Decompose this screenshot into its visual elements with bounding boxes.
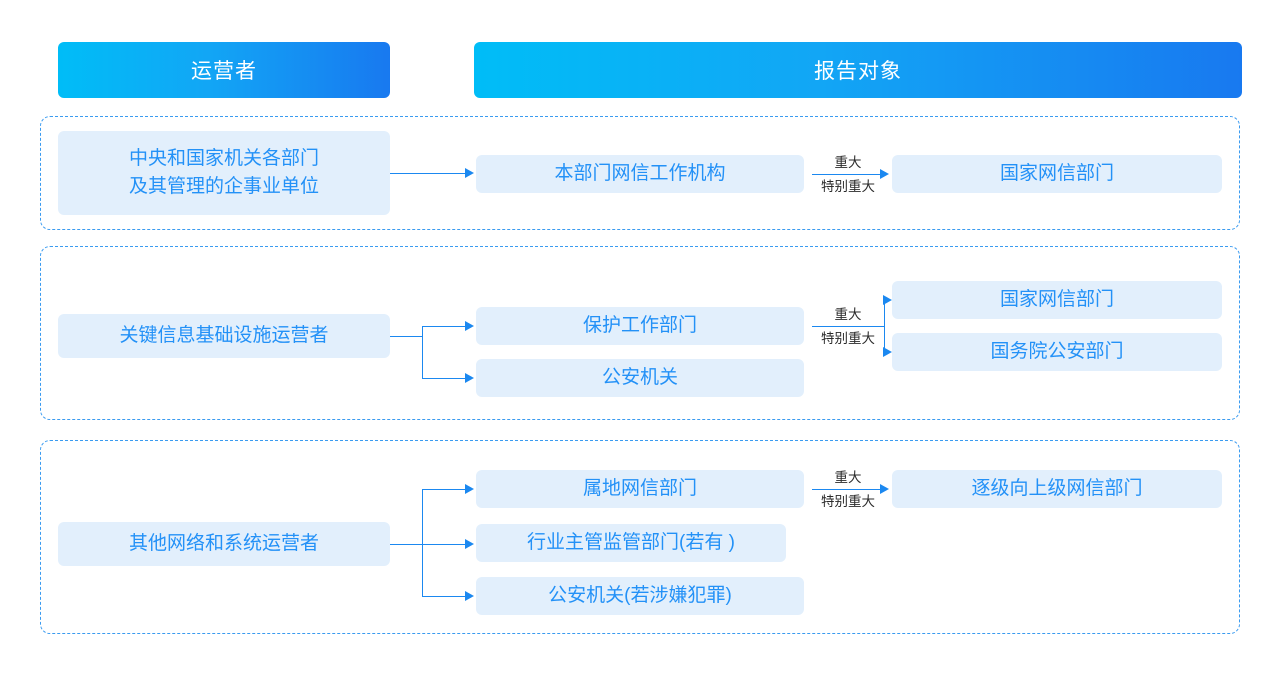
node-label: 国家网信部门 [999, 289, 1114, 311]
node-mid-s1-0[interactable]: 本部门网信工作机构 [476, 155, 804, 193]
arrow-head-icon [465, 167, 474, 178]
node-mid-s2-1[interactable]: 公安机关 [476, 359, 804, 397]
section-central-agencies [40, 116, 1240, 230]
arrow-head-icon [465, 483, 474, 494]
arrow-head-icon [880, 483, 889, 494]
connector-s2-fork-spine [422, 326, 423, 378]
connector-s3-branch-0 [422, 489, 465, 490]
node-label: 国家网信部门 [999, 163, 1114, 185]
connector-s3-branch-2 [422, 596, 465, 597]
node-right-s2-1[interactable]: 国务院公安部门 [892, 333, 1222, 371]
header-banner-operator-label: 运营者 [191, 60, 257, 83]
severity-label-extra-major: 特别重大 [821, 179, 875, 194]
connector-s1-source-to-mid [390, 173, 465, 174]
header-banner-operator: 运营者 [58, 42, 390, 98]
node-label: 行业主管监管部门(若有 ) [527, 532, 735, 554]
arrow-head-icon [883, 294, 892, 305]
connector-s2-mid-to-fork [812, 326, 884, 327]
node-mid-s2-0[interactable]: 保护工作部门 [476, 307, 804, 345]
connector-s2-branch-1 [422, 378, 465, 379]
node-label: 本部门网信工作机构 [554, 163, 726, 185]
severity-label-extra-major: 特别重大 [821, 494, 875, 509]
node-source-critical-infrastructure[interactable]: 关键信息基础设施运营者 [58, 314, 390, 358]
node-mid-s3-2[interactable]: 公安机关(若涉嫌犯罪) [476, 577, 804, 615]
node-label: 关键信息基础设施运营者 [119, 325, 329, 347]
arrow-head-icon [465, 590, 474, 601]
severity-label-extra-major: 特别重大 [821, 331, 875, 346]
node-right-s3-0[interactable]: 逐级向上级网信部门 [892, 470, 1222, 508]
node-right-s2-0[interactable]: 国家网信部门 [892, 281, 1222, 319]
connector-s2-right-spine [884, 300, 885, 352]
connector-s3-fork-spine [422, 489, 423, 596]
header-banner-report-target-label: 报告对象 [814, 60, 902, 83]
arrow-head-icon [883, 346, 892, 357]
arrow-head-icon [465, 320, 474, 331]
node-label: 公安机关(若涉嫌犯罪) [548, 585, 732, 607]
severity-label-major: 重大 [834, 155, 862, 170]
node-source-other-operators[interactable]: 其他网络和系统运营者 [58, 522, 390, 566]
node-right-s1-0[interactable]: 国家网信部门 [892, 155, 1222, 193]
node-mid-s3-0[interactable]: 属地网信部门 [476, 470, 804, 508]
node-label: 公安机关 [601, 367, 678, 389]
node-label: 属地网信部门 [582, 478, 697, 500]
header-banner-report-target: 报告对象 [474, 42, 1242, 98]
connector-s3-fork-stem [390, 544, 422, 545]
node-mid-s3-1[interactable]: 行业主管监管部门(若有 ) [476, 524, 786, 562]
connector-s3-mid-to-right [812, 489, 880, 490]
node-label: 其他网络和系统运营者 [128, 533, 319, 555]
arrow-head-icon [880, 168, 889, 179]
connector-s2-branch-0 [422, 326, 465, 327]
arrow-head-icon [465, 372, 474, 383]
node-label: 保护工作部门 [582, 315, 697, 337]
node-label: 逐级向上级网信部门 [971, 478, 1143, 500]
arrow-head-icon [465, 538, 474, 549]
connector-s3-branch-1 [422, 544, 465, 545]
connector-s1-mid-to-right [812, 174, 880, 175]
section-other-operators [40, 440, 1240, 634]
section-critical-infrastructure [40, 246, 1240, 420]
severity-label-major: 重大 [834, 470, 862, 485]
connector-s2-fork-stem [390, 336, 422, 337]
severity-label-major: 重大 [834, 307, 862, 322]
node-source-central-agencies[interactable]: 中央和国家机关各部门 及其管理的企事业单位 [58, 131, 390, 215]
node-label: 中央和国家机关各部门 及其管理的企事业单位 [128, 148, 319, 197]
node-label: 国务院公安部门 [990, 341, 1124, 363]
